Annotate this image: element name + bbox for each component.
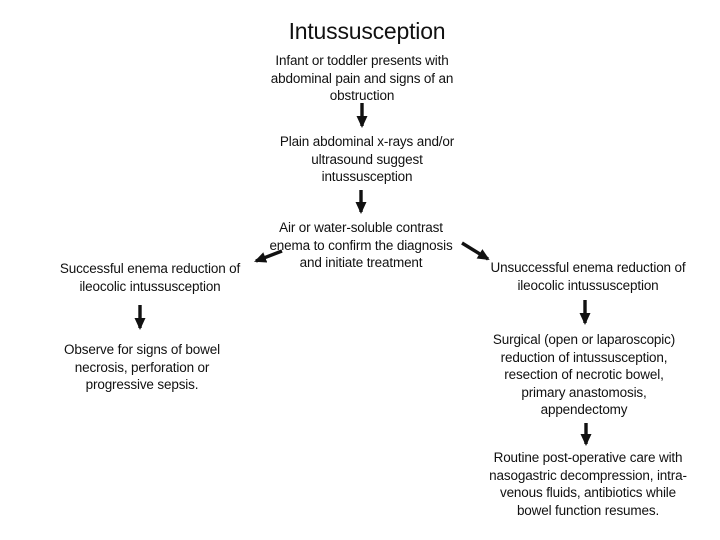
- node-postop: Routine post-operative care with nasogas…: [489, 450, 687, 518]
- node-surgery: Surgical (open or laparoscopic) reductio…: [492, 332, 676, 417]
- node-failure: Unsuccessful enema reduction of ileocoli…: [490, 260, 686, 293]
- node-imaging: Plain abdominal x-rays and/or ultrasound…: [279, 134, 455, 184]
- node-presentation: Infant or toddler presents with abdomina…: [270, 53, 454, 103]
- node-observe: Observe for signs of bowel necrosis, per…: [64, 342, 220, 392]
- node-success: Successful enema reduction of ileocolic …: [59, 261, 241, 294]
- node-enema: Air or water-soluble contrast enema to c…: [269, 220, 453, 270]
- page-title: Intussusception: [288, 18, 446, 44]
